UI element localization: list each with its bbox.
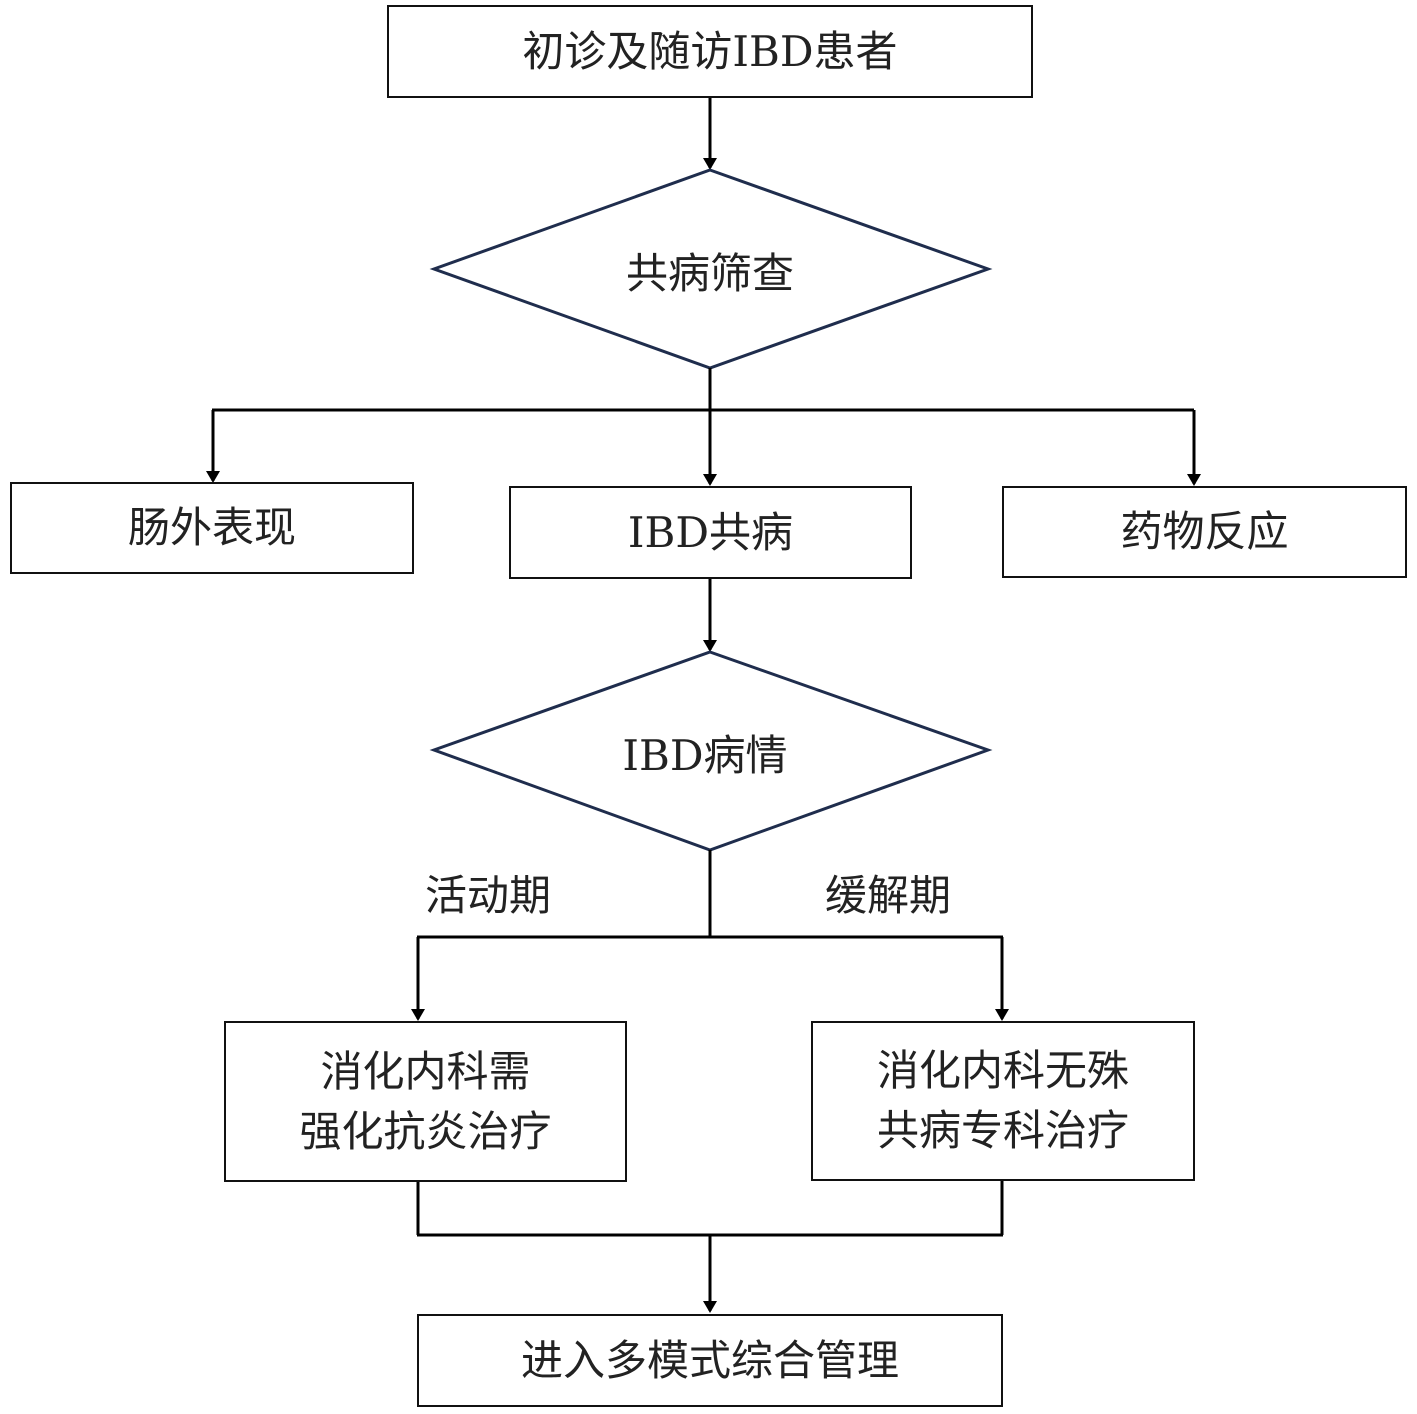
drug-reaction-node: 药物反应 [1002, 486, 1407, 578]
end-node-label: 进入多模式综合管理 [520, 1335, 899, 1385]
extraintestinal-node: 肠外表现 [10, 482, 414, 574]
condition-label: IBD病情 [622, 730, 788, 780]
active-treatment-node: 消化内科需 强化抗炎治疗 [224, 1021, 627, 1182]
ibd-comorbidity-node: IBD共病 [509, 486, 912, 579]
screening-label: 共病筛查 [625, 248, 794, 298]
active-treatment-line2: 强化抗炎治疗 [299, 1106, 552, 1156]
active-treatment-line1: 消化内科需 [320, 1046, 531, 1096]
remission-treatment-line1: 消化内科无殊 [876, 1046, 1129, 1095]
remission-treatment-node: 消化内科无殊 共病专科治疗 [811, 1021, 1195, 1181]
branch-label-active: 活动期 [425, 871, 552, 920]
remission-treatment-line2: 共病专科治疗 [876, 1106, 1129, 1155]
extraintestinal-label: 肠外表现 [127, 503, 296, 552]
ibd-comorbidity-label: IBD共病 [627, 507, 794, 557]
end-node: 进入多模式综合管理 [417, 1314, 1003, 1407]
start-node: 初诊及随访IBD患者 [387, 5, 1033, 98]
start-node-label: 初诊及随访IBD患者 [522, 26, 898, 76]
drug-reaction-label: 药物反应 [1120, 507, 1289, 556]
branch-label-remission: 缓解期 [825, 871, 952, 920]
